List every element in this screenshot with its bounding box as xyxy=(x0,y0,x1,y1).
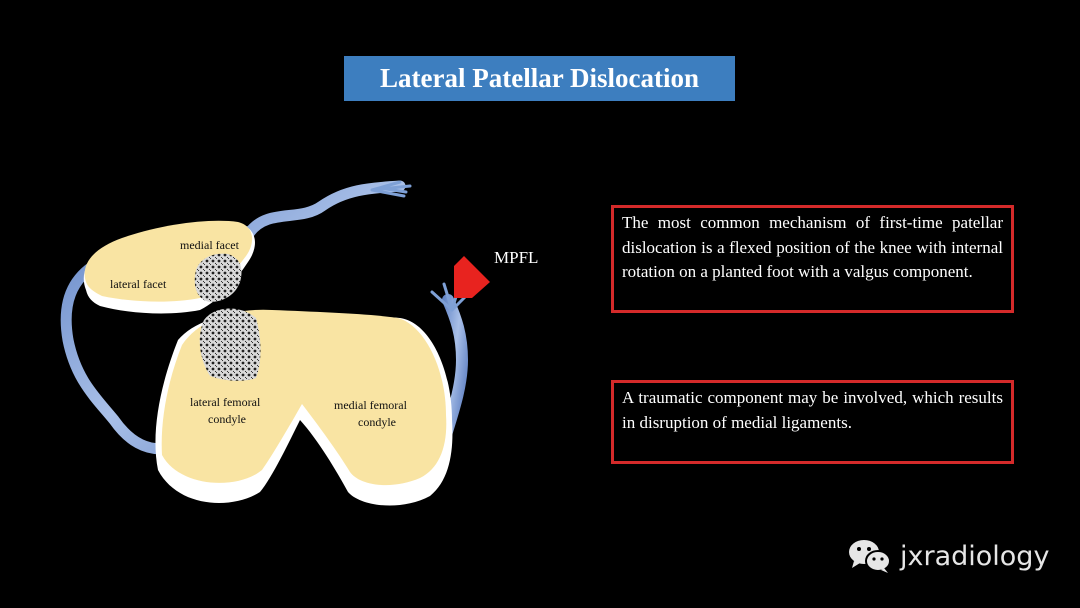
mpfl-torn-fibers xyxy=(430,282,468,312)
watermark-text: jxradiology xyxy=(900,540,1050,572)
label-lateral-femoral-condyle-line1: lateral femoral xyxy=(190,395,261,409)
femur-cartilage-defect xyxy=(199,308,261,381)
lateral-ligament-frayed-end xyxy=(370,180,412,198)
mpfl-arrow xyxy=(454,256,490,298)
patella-cartilage-defect xyxy=(194,253,242,302)
traumatic-textbox: A traumatic component may be involved, w… xyxy=(611,380,1014,464)
label-mpfl: MPFL xyxy=(494,248,538,267)
label-medial-femoral-condyle-line1: medial femoral xyxy=(334,398,408,412)
label-medial-femoral-condyle-line2: condyle xyxy=(358,415,396,429)
wechat-icon xyxy=(849,540,891,573)
label-medial-facet: medial facet xyxy=(180,238,240,252)
mechanism-textbox: The most common mechanism of first-time … xyxy=(611,205,1014,313)
watermark: jxradiology xyxy=(848,536,1049,576)
slide-title: Lateral Patellar Dislocation xyxy=(344,56,735,101)
label-lateral-facet: lateral facet xyxy=(110,277,167,291)
label-lateral-femoral-condyle-line2: condyle xyxy=(208,412,246,426)
